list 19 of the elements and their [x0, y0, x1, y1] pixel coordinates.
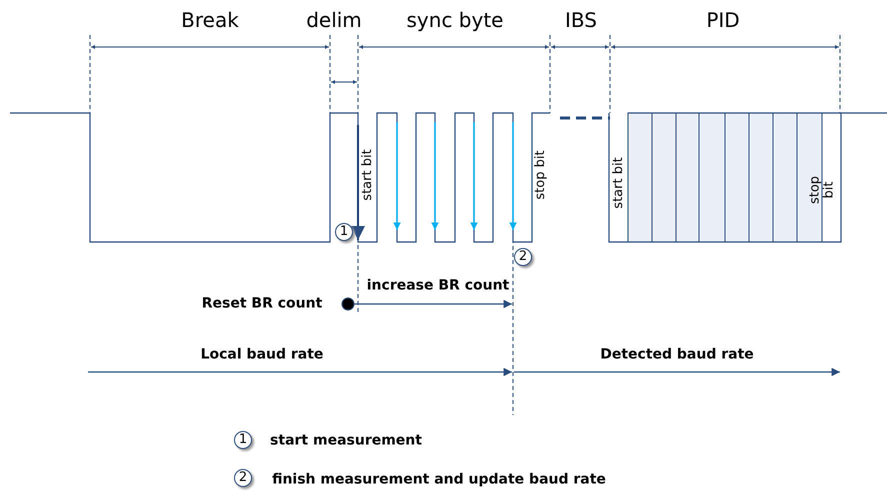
bit-label: stop bit — [808, 174, 838, 206]
annotation-text: Detected baud rate — [600, 347, 754, 363]
segment-label: IBS — [565, 9, 597, 31]
bit-label: start bit — [612, 157, 626, 209]
callout-number: 1 — [335, 223, 353, 241]
bit-label: stop bit — [534, 150, 548, 200]
legend-text: start measurement — [270, 433, 422, 449]
segment-label: sync byte — [406, 9, 504, 31]
segment-label: PID — [706, 9, 740, 31]
annotation-text: Reset BR count — [202, 296, 322, 312]
bit-label: start bit — [360, 149, 376, 201]
annotation-text: increase BR count — [366, 278, 510, 294]
callout-number: 2 — [514, 248, 532, 266]
legend-text: finish measurement and update baud rate — [272, 472, 606, 488]
callout-number: 1 — [234, 431, 252, 449]
annotation-text: Local baud rate — [200, 347, 324, 363]
segment-label: Break — [181, 9, 239, 31]
segment-label: delim — [306, 9, 362, 31]
callout-number: 2 — [234, 469, 252, 487]
